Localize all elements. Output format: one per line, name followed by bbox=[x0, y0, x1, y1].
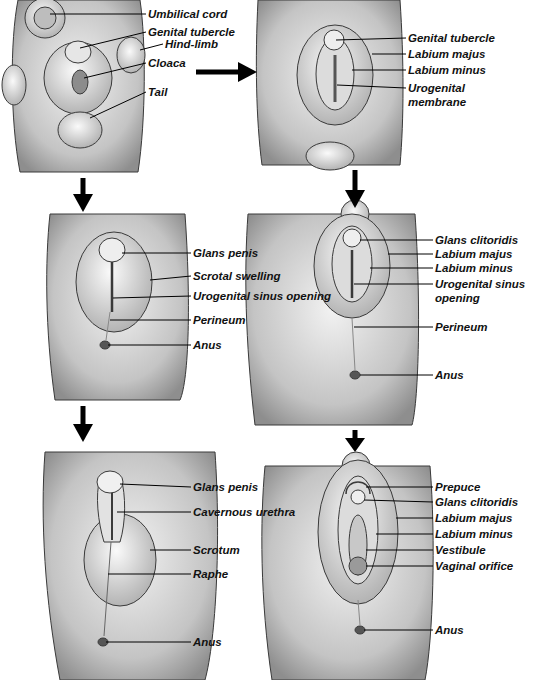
part-label: Glans clitoridis bbox=[435, 233, 518, 247]
cloacal-ring bbox=[44, 42, 112, 114]
labium-majus bbox=[314, 214, 390, 318]
part-label: Perineum bbox=[193, 313, 245, 327]
stage-arrows bbox=[73, 62, 365, 452]
part-label: Labium majus bbox=[435, 247, 512, 261]
part-label: Labium majus bbox=[435, 511, 512, 525]
body-block bbox=[256, 0, 403, 165]
body-block bbox=[43, 452, 217, 680]
part-label: Labium minus bbox=[408, 63, 486, 77]
sinus-opening bbox=[351, 250, 354, 298]
labium-minus bbox=[338, 476, 378, 584]
body-block bbox=[246, 214, 419, 425]
part-label: Hind-limb bbox=[165, 37, 218, 51]
arrow-head bbox=[345, 190, 365, 208]
arrow-head bbox=[73, 194, 93, 212]
glans-clitoridis bbox=[343, 229, 361, 247]
scrotal-swelling bbox=[76, 232, 152, 332]
part-label: Glans penis bbox=[193, 480, 258, 494]
part-label: Labium majus bbox=[408, 47, 485, 61]
cloaca bbox=[72, 70, 88, 94]
hind-limb bbox=[117, 37, 145, 73]
stage-arrow bbox=[81, 406, 86, 426]
glans-penis bbox=[99, 238, 125, 262]
part-label: Genital tubercle bbox=[408, 31, 495, 45]
embryo-male-final bbox=[43, 452, 217, 680]
part-label: Vaginal orifice bbox=[435, 559, 513, 573]
tail-bump bbox=[306, 142, 354, 170]
part-label: Cavernous urethra bbox=[193, 505, 295, 519]
part-label: Prepuce bbox=[435, 480, 480, 494]
arrow-head bbox=[238, 62, 257, 82]
umbilical-cord bbox=[25, 0, 65, 38]
part-label: Perineum bbox=[435, 320, 487, 334]
glans-penis bbox=[97, 471, 123, 493]
part-label: Anus bbox=[435, 368, 464, 382]
embryo-male-mid bbox=[47, 214, 189, 400]
raphe bbox=[104, 542, 111, 636]
perineum-line bbox=[352, 318, 355, 370]
genital-tubercle bbox=[65, 41, 91, 63]
perineum-line bbox=[106, 312, 110, 340]
stage-arrow bbox=[81, 178, 86, 196]
part-label: Glans penis bbox=[193, 246, 258, 260]
body-block bbox=[47, 214, 189, 400]
urogenital-membrane bbox=[334, 55, 337, 102]
vestibule bbox=[349, 515, 367, 575]
arrow-head bbox=[345, 438, 365, 452]
labium-minus bbox=[332, 226, 372, 302]
vaginal-orifice bbox=[349, 557, 367, 575]
part-label: Scrotum bbox=[193, 543, 240, 557]
anus bbox=[350, 371, 360, 379]
part-label: Glans clitoridis bbox=[435, 495, 518, 509]
part-label: Umbilical cord bbox=[148, 7, 227, 21]
embryo-early bbox=[2, 0, 145, 172]
glans-clitoridis bbox=[351, 490, 365, 504]
leader-lines bbox=[50, 14, 433, 642]
part-label: Labium minus bbox=[435, 527, 513, 541]
urogenital-groove bbox=[111, 262, 114, 312]
part-label: Anus bbox=[193, 635, 222, 649]
labium-majus bbox=[318, 460, 398, 604]
cavernous-urethra bbox=[111, 493, 113, 540]
part-label: Tail bbox=[148, 85, 167, 99]
part-label: Anus bbox=[435, 623, 464, 637]
part-label: Scrotal swelling bbox=[193, 269, 281, 283]
anus bbox=[355, 626, 365, 634]
body-block bbox=[262, 466, 433, 680]
part-label: Labium minus bbox=[435, 261, 513, 275]
part-label: Cloaca bbox=[148, 56, 186, 70]
umbilical-core bbox=[34, 7, 56, 29]
part-label: Anus bbox=[193, 338, 222, 352]
arrow-head bbox=[73, 424, 93, 442]
stage-arrow bbox=[353, 170, 358, 192]
labium-majus bbox=[297, 25, 373, 125]
embryo-female-mid bbox=[246, 200, 419, 425]
part-label: Urogenital sinus opening bbox=[435, 277, 540, 305]
stage-arrow bbox=[196, 70, 240, 75]
hind-limb bbox=[2, 65, 26, 105]
part-label: Raphe bbox=[193, 567, 228, 581]
part-label: Urogenital sinus opening bbox=[193, 289, 331, 303]
embryo-female-early bbox=[256, 0, 403, 170]
part-label: Genital tubercle bbox=[148, 25, 235, 39]
tail bbox=[58, 112, 102, 148]
perineum-line bbox=[358, 600, 360, 625]
part-label: Vestibule bbox=[435, 543, 486, 557]
part-label: Urogenital membrane bbox=[408, 81, 498, 109]
